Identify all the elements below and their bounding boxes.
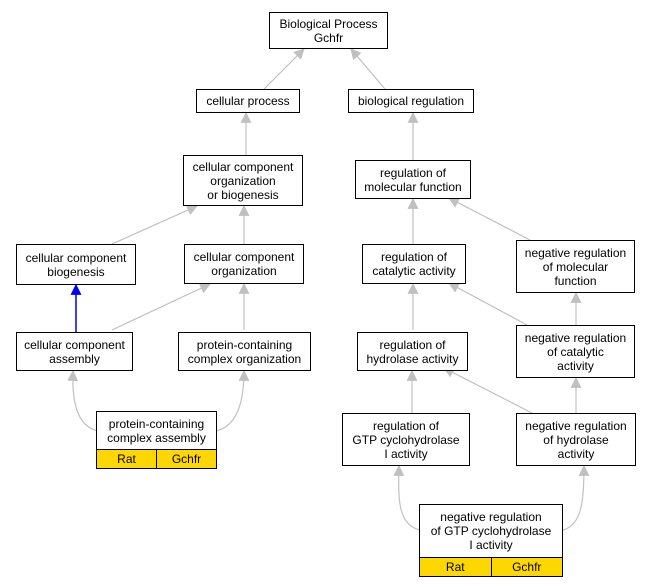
node-label: regulation of molecular function [364, 165, 462, 194]
edge-biological-regulation-to-root [350, 48, 386, 90]
tag-species[interactable]: Rat [97, 450, 156, 468]
node-label: cellular process [206, 94, 290, 108]
tag-gene[interactable]: Gchfr [156, 450, 216, 468]
node-negative-regulation-of-gtp-cyclohydrolase-i-activity[interactable]: negative regulation of GTP cyclohydrolas… [419, 504, 563, 577]
edge-neg-reg-gtp-to-reg-gtp [393, 464, 421, 531]
node-cellular-component-assembly[interactable]: cellular component assembly [16, 332, 133, 371]
node-negative-regulation-of-molecular-function[interactable]: negative regulation of molecular functio… [516, 240, 635, 293]
node-cellular-component-organization-or-biogenesis[interactable]: cellular component organization or bioge… [183, 155, 303, 206]
annotation-tags: Rat Gchfr [97, 449, 216, 468]
edge-neg-reg-cat-act-to-reg-cat-act [448, 282, 528, 326]
node-label: biological regulation [357, 94, 465, 108]
node-label: cellular component organization [193, 250, 295, 278]
node-label: protein-containing complex assembly [107, 416, 206, 445]
node-negative-regulation-of-hydrolase-activity[interactable]: negative regulation of hydrolase activit… [516, 413, 636, 466]
node-label: cellular component organization or bioge… [192, 159, 294, 202]
node-negative-regulation-of-catalytic-activity[interactable]: negative regulation of catalytic activit… [516, 325, 635, 378]
node-regulation-of-catalytic-activity[interactable]: regulation of catalytic activity [362, 244, 466, 284]
tag-species[interactable]: Rat [420, 558, 491, 576]
edge-neg-reg-mol-func-to-reg-mol-func [448, 197, 531, 241]
node-label: regulation of hydrolase activity [366, 337, 459, 366]
node-regulation-of-molecular-function[interactable]: regulation of molecular function [355, 160, 471, 199]
node-biological-process-root[interactable]: Biological Process Gchfr [269, 12, 388, 49]
edge-neg-reg-hydrolase-to-reg-hydrolase [443, 367, 533, 414]
node-protein-containing-complex-assembly[interactable]: protein-containing complex assembly Rat … [96, 411, 217, 469]
edge-cellular-process-to-root [263, 48, 305, 90]
node-protein-containing-complex-organization[interactable]: protein-containing complex organization [178, 332, 311, 371]
node-regulation-of-hydrolase-activity[interactable]: regulation of hydrolase activity [357, 332, 468, 371]
node-label: regulation of GTP cyclohydrolase I activ… [352, 418, 460, 461]
edge-pc-complex-assembly-to-cc-assembly [67, 369, 99, 432]
annotation-tags: Rat Gchfr [420, 557, 562, 576]
node-label: cellular component assembly [24, 337, 125, 366]
edge-cc-assembly-to-cc-organization [111, 283, 211, 331]
node-cellular-process[interactable]: cellular process [196, 89, 300, 113]
node-regulation-of-gtp-cyclohydrolase-i-activity[interactable]: regulation of GTP cyclohydrolase I activ… [342, 413, 470, 466]
node-label: Biological Process Gchfr [279, 16, 378, 45]
node-label: regulation of catalytic activity [372, 250, 456, 278]
node-cellular-component-biogenesis[interactable]: cellular component biogenesis [16, 244, 136, 285]
edge-neg-reg-gtp-to-neg-reg-hydrolase [562, 464, 590, 531]
edge-cc-biogenesis-to-ccob [111, 205, 199, 245]
node-cellular-component-organization[interactable]: cellular component organization [184, 244, 304, 284]
node-label: negative regulation of molecular functio… [524, 245, 627, 288]
node-label: protein-containing complex organization [187, 337, 302, 366]
node-label: cellular component biogenesis [25, 250, 127, 279]
node-label: negative regulation of catalytic activit… [524, 330, 627, 373]
node-label: negative regulation of GTP cyclohydrolas… [430, 510, 552, 552]
tag-gene[interactable]: Gchfr [490, 558, 562, 576]
node-biological-regulation[interactable]: biological regulation [348, 89, 474, 113]
edge-pc-complex-assembly-to-pc-complex-org [215, 369, 250, 432]
node-label: negative regulation of hydrolase activit… [525, 418, 627, 461]
